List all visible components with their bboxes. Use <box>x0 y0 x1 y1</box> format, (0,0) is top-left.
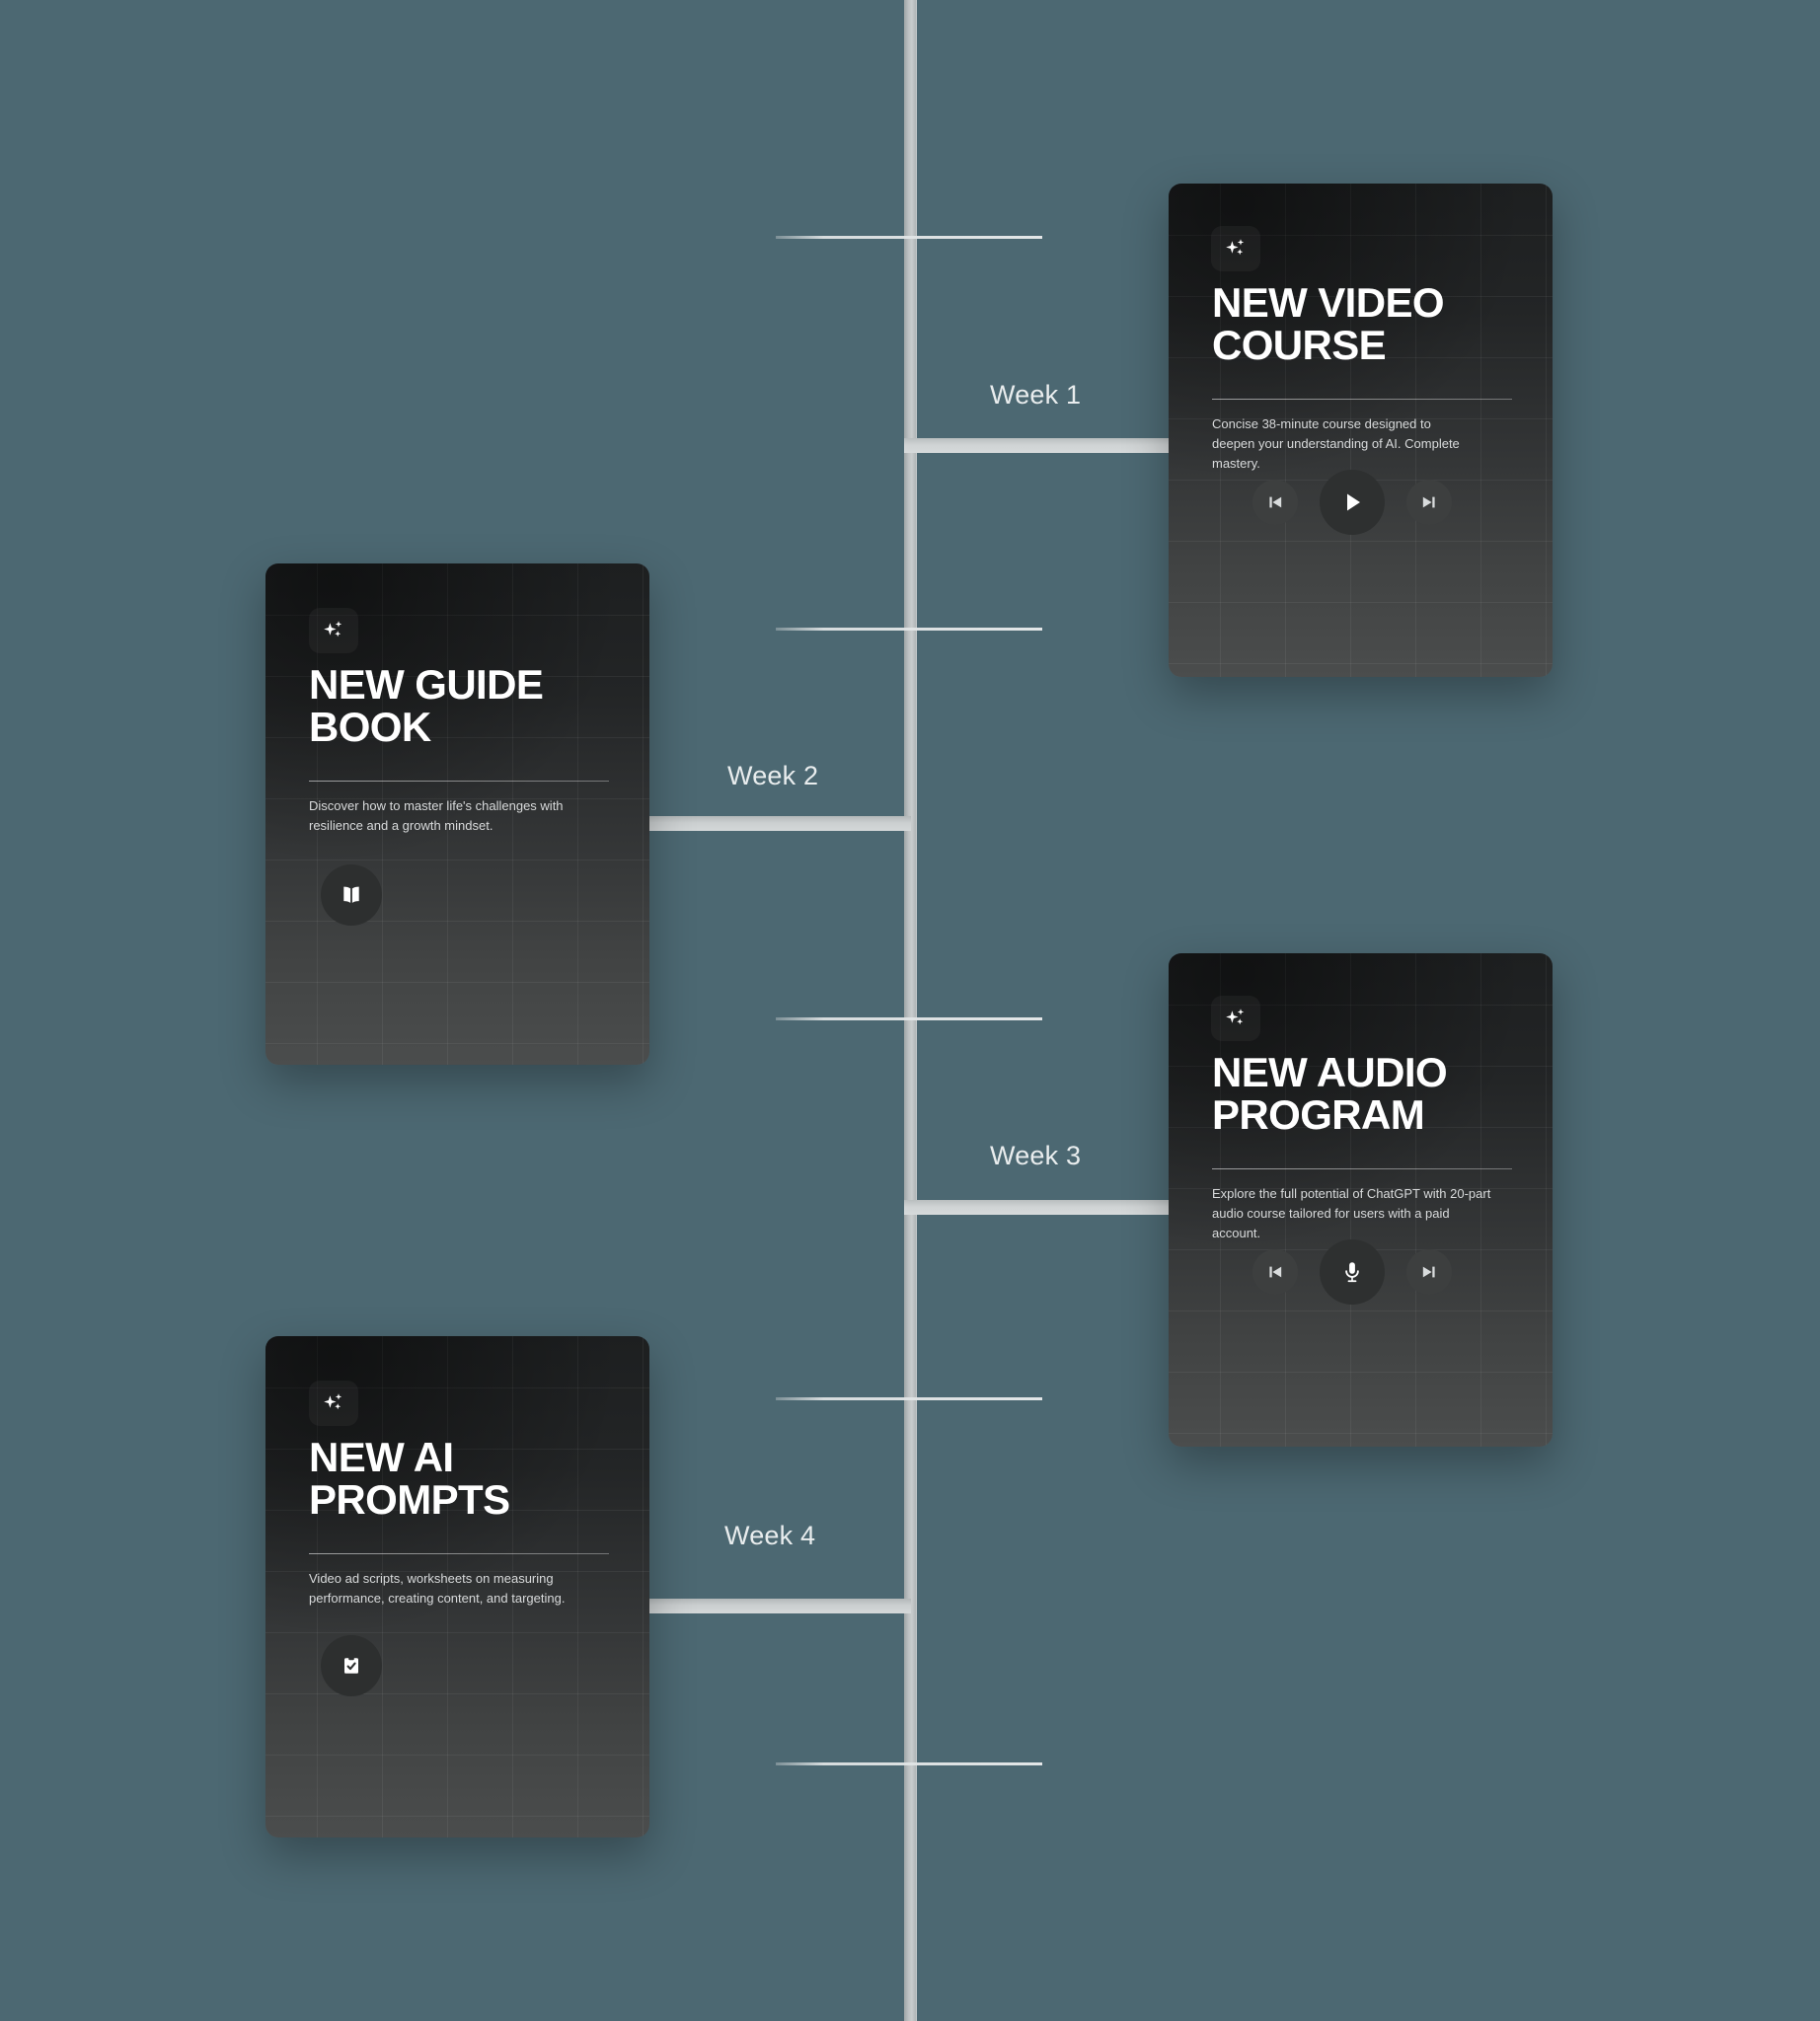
card-divider <box>1212 1168 1512 1169</box>
card-title: NEW VIDEO COURSE <box>1212 279 1445 369</box>
microphone-button[interactable] <box>1320 1239 1385 1305</box>
week-label-2: Week 2 <box>727 761 819 790</box>
branch-week-3 <box>904 1200 1171 1215</box>
card-new-guide-book[interactable]: NEW GUIDE BOOK Discover how to master li… <box>265 563 649 1065</box>
branch-week-4 <box>646 1599 911 1613</box>
timeline-tick-5 <box>776 1762 1042 1765</box>
card-description: Concise 38-minute course designed to dee… <box>1212 416 1460 471</box>
branch-week-1 <box>904 438 1171 453</box>
card-description: Explore the full potential of ChatGPT wi… <box>1212 1186 1491 1240</box>
sparkle-icon <box>309 1381 358 1426</box>
previous-track-button[interactable] <box>1252 480 1298 525</box>
card-description: Video ad scripts, worksheets on measurin… <box>309 1571 566 1606</box>
next-track-button[interactable] <box>1406 480 1452 525</box>
timeline-tick-1 <box>776 236 1042 239</box>
previous-track-button[interactable] <box>1252 1249 1298 1295</box>
timeline-tick-4 <box>776 1397 1042 1400</box>
card-divider <box>1212 399 1512 400</box>
timeline-tick-2 <box>776 628 1042 631</box>
clipboard-check-icon[interactable] <box>321 1635 382 1696</box>
timeline-tick-3 <box>776 1017 1042 1020</box>
media-controls <box>1252 1239 1452 1305</box>
next-track-button[interactable] <box>1406 1249 1452 1295</box>
branch-week-2 <box>646 816 911 831</box>
open-book-icon[interactable] <box>321 864 382 926</box>
card-new-audio-program[interactable]: NEW AUDIO PROGRAM Explore the full poten… <box>1169 953 1553 1447</box>
card-title: NEW AUDIO PROGRAM <box>1212 1049 1448 1139</box>
card-description: Discover how to master life's challenges… <box>309 798 564 833</box>
week-label-1: Week 1 <box>990 380 1082 410</box>
card-divider <box>309 781 609 782</box>
card-new-ai-prompts[interactable]: NEW AI PROMPTS Video ad scripts, workshe… <box>265 1336 649 1837</box>
sparkle-icon <box>309 608 358 653</box>
timeline-spine-highlight <box>916 0 917 2021</box>
timeline-spine <box>904 0 917 2021</box>
card-title: NEW AI PROMPTS <box>309 1434 510 1524</box>
sparkle-icon <box>1211 996 1260 1041</box>
week-label-3: Week 3 <box>990 1141 1082 1170</box>
sparkle-icon <box>1211 226 1260 271</box>
play-button[interactable] <box>1320 470 1385 535</box>
media-controls <box>1252 470 1452 535</box>
card-divider <box>309 1553 609 1554</box>
card-title: NEW GUIDE BOOK <box>309 661 544 751</box>
card-new-video-course[interactable]: NEW VIDEO COURSE Concise 38-minute cours… <box>1169 184 1553 677</box>
week-label-4: Week 4 <box>724 1521 816 1550</box>
